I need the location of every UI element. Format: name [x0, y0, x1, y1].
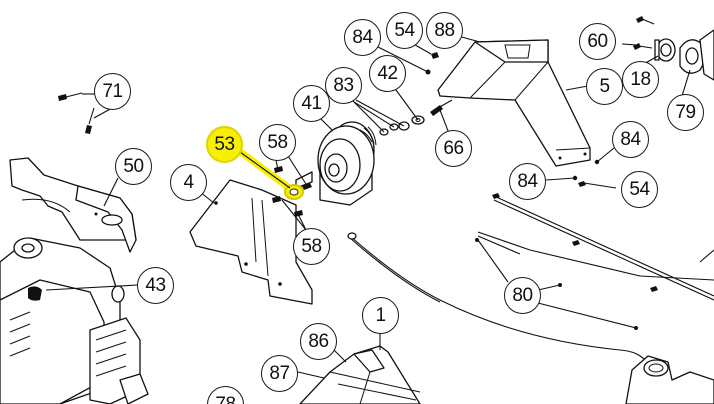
- part-18-bearing: [654, 38, 676, 62]
- callout-79: 79: [667, 94, 704, 131]
- part-60-bolts: [633, 16, 655, 50]
- part-43-engine: [0, 237, 149, 404]
- callout-71: 71: [94, 73, 131, 110]
- leader-lines: [45, 35, 691, 379]
- part-bucket-right: [625, 355, 714, 404]
- part-5-chute-guard: [437, 39, 591, 167]
- part-41-clutch: [295, 121, 377, 206]
- callout-66: 66: [435, 130, 472, 167]
- part-71-bolts: [58, 92, 95, 134]
- callout-87: 87: [261, 355, 298, 392]
- callout-58-lower: 58: [293, 228, 330, 265]
- washers-83-42: [379, 115, 425, 136]
- callout-18: 18: [622, 61, 659, 98]
- callout-50: 50: [115, 148, 152, 185]
- callout-43: 43: [137, 267, 174, 304]
- part-53-spacer: [234, 146, 304, 200]
- part-50-bracket: [9, 157, 137, 253]
- callout-54-top: 54: [386, 12, 423, 49]
- callout-86: 86: [300, 323, 337, 360]
- callout-84-top: 84: [344, 19, 381, 56]
- callout-5: 5: [586, 68, 623, 105]
- callout-60: 60: [579, 23, 616, 60]
- callout-88: 88: [426, 12, 463, 49]
- callout-83: 83: [325, 67, 362, 104]
- part-66-bolt: [430, 99, 453, 116]
- part-80-cables: [347, 193, 714, 404]
- callout-1: 1: [362, 297, 399, 334]
- part-79-flange: [679, 29, 714, 81]
- callout-84-mid: 84: [509, 163, 546, 200]
- callout-4: 4: [170, 164, 207, 201]
- callout-53-highlighted: 53: [206, 126, 243, 163]
- callout-58-upper: 58: [259, 124, 296, 161]
- callout-80: 80: [504, 277, 541, 314]
- callout-54-right: 54: [621, 171, 658, 208]
- part-4-plate: [189, 179, 313, 305]
- callout-42: 42: [369, 55, 406, 92]
- part-58-screws: [272, 166, 312, 217]
- callout-41: 41: [293, 85, 330, 122]
- callout-84-right: 84: [612, 121, 649, 158]
